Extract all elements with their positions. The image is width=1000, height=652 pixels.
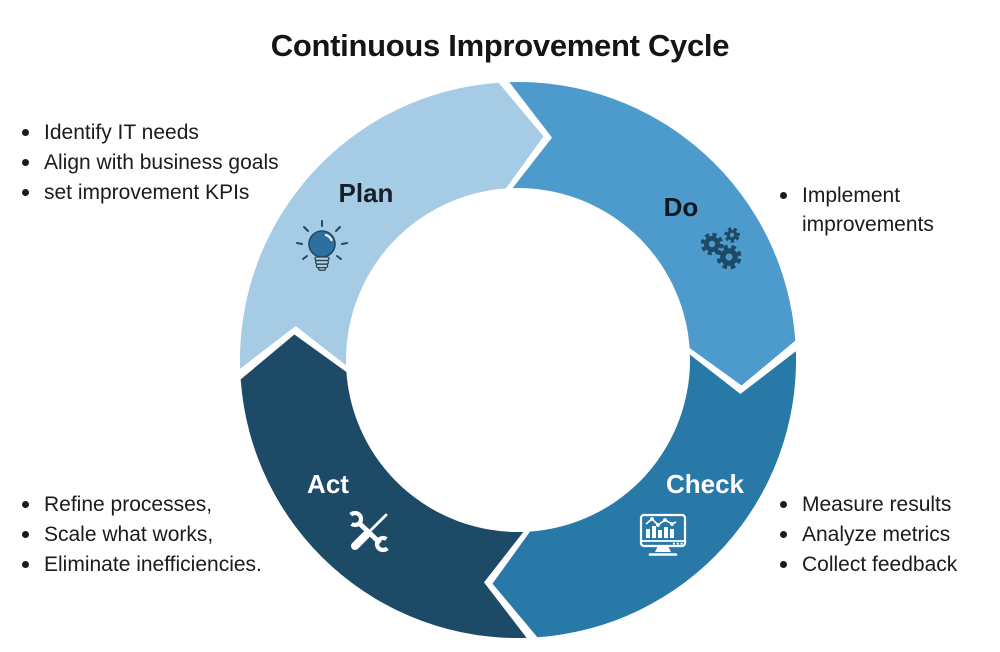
list-item: Refine processes,: [20, 490, 262, 520]
list-item: Align with business goals: [20, 148, 279, 178]
list-item: Scale what works,: [20, 520, 262, 550]
note-plan: Identify IT needs Align with business go…: [20, 118, 279, 208]
check-label: Check: [666, 469, 745, 499]
segment-act: [240, 334, 527, 639]
segment-check: [492, 351, 797, 638]
list-item: Identify IT needs: [20, 118, 279, 148]
list-item: Implement improvements: [778, 181, 962, 239]
list-item: Eliminate inefficiencies.: [20, 550, 262, 580]
segment-do: [509, 81, 796, 386]
do-label: Do: [664, 192, 699, 222]
lightbulb-icon: [296, 220, 348, 271]
page-title: Continuous Improvement Cycle: [270, 28, 730, 63]
list-item: Measure results: [778, 490, 957, 520]
note-check: Measure results Analyze metrics Collect …: [778, 490, 957, 580]
list-item: Collect feedback: [778, 550, 957, 580]
note-do: Implement improvements: [778, 181, 962, 239]
monitor-chart-icon: [639, 513, 687, 556]
list-item: Analyze metrics: [778, 520, 957, 550]
list-item: set improvement KPIs: [20, 178, 279, 208]
act-label: Act: [307, 469, 349, 499]
plan-label: Plan: [339, 178, 394, 208]
segment-plan: [239, 82, 544, 369]
note-act: Refine processes, Scale what works, Elim…: [20, 490, 262, 580]
